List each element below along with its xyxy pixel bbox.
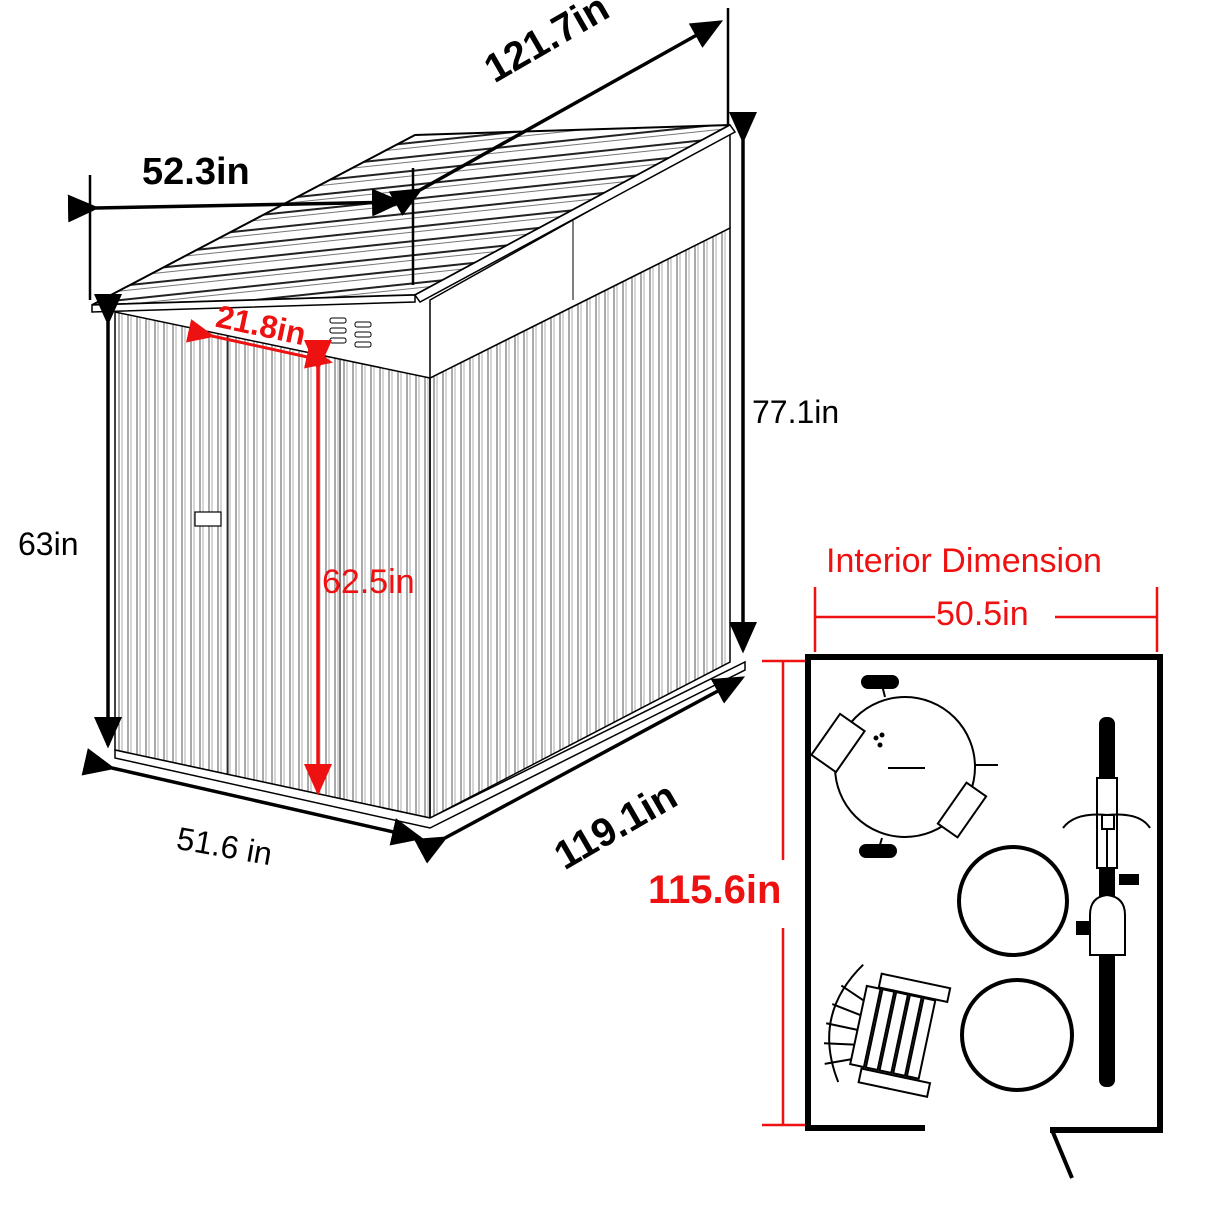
interior-title: Interior Dimension <box>826 542 1102 580</box>
door-height-label: 62.5in <box>322 563 415 601</box>
interior-floor-plan <box>762 587 1163 1179</box>
dimension-lines <box>67 8 757 864</box>
vent-slots <box>329 317 372 348</box>
chair-icon <box>823 963 952 1099</box>
interior-width-label: 50.5in <box>936 595 1029 633</box>
front-height-label: 63in <box>18 526 79 562</box>
tire-icon <box>957 845 1074 1092</box>
bicycle-icon <box>1062 717 1151 1087</box>
red-dimension-lines <box>185 319 333 796</box>
interior-depth-label: 115.6in <box>648 868 782 912</box>
grill-icon <box>809 675 998 858</box>
back-height-label: 77.1in <box>752 394 840 430</box>
roof-width-label: 52.3in <box>142 151 250 193</box>
